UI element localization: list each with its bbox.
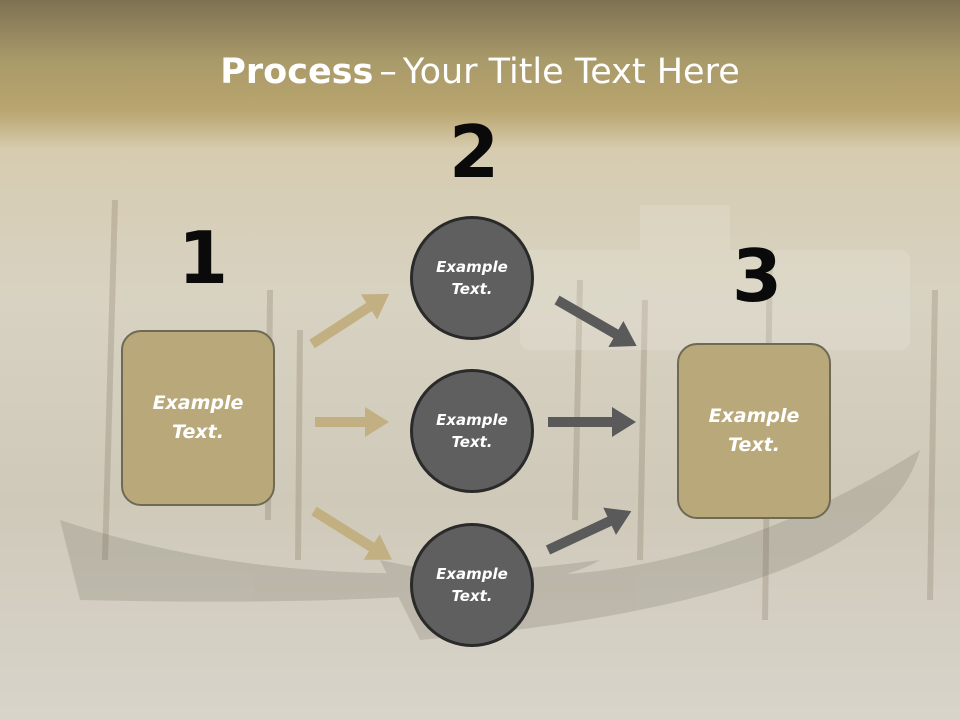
- circle-middle-line1: Example: [436, 410, 508, 429]
- gold-arrows: [309, 293, 393, 560]
- circle-bottom-line2: Text.: [451, 587, 493, 605]
- step-1-line1: Example: [152, 391, 244, 414]
- step-3-box[interactable]: Example Text.: [677, 343, 831, 519]
- title-dash: –: [379, 52, 397, 92]
- step-3-line1: Example: [708, 404, 800, 427]
- circle-middle-line2: Text.: [451, 433, 493, 451]
- gold-arrow-down-icon: [311, 506, 393, 560]
- step-number-2: 2: [449, 110, 500, 194]
- step-2-circle-bottom[interactable]: Example Text.: [410, 523, 534, 647]
- title-bold: Process: [220, 52, 374, 92]
- step-number-3: 3: [732, 234, 783, 318]
- gray-arrows: [545, 295, 637, 555]
- gray-arrow-right-icon: [548, 407, 636, 437]
- step-number-1: 1: [178, 216, 229, 300]
- step-2-circle-top[interactable]: Example Text.: [410, 216, 534, 340]
- step-2-circle-middle[interactable]: Example Text.: [410, 369, 534, 493]
- circle-bottom-line1: Example: [436, 564, 508, 583]
- gray-arrow-up-icon: [545, 507, 632, 555]
- circle-top-line1: Example: [436, 257, 508, 276]
- gold-arrow-up-icon: [309, 293, 390, 349]
- gold-arrow-right-icon: [315, 407, 389, 437]
- circle-top-line2: Text.: [451, 280, 493, 298]
- gray-arrow-down-icon: [554, 295, 637, 347]
- step-3-line2: Text.: [728, 434, 780, 456]
- slide-title: Process–Your Title Text Here: [0, 52, 960, 92]
- title-rest: Your Title Text Here: [402, 52, 740, 92]
- step-1-line2: Text.: [172, 421, 224, 443]
- step-1-box[interactable]: Example Text.: [121, 330, 275, 506]
